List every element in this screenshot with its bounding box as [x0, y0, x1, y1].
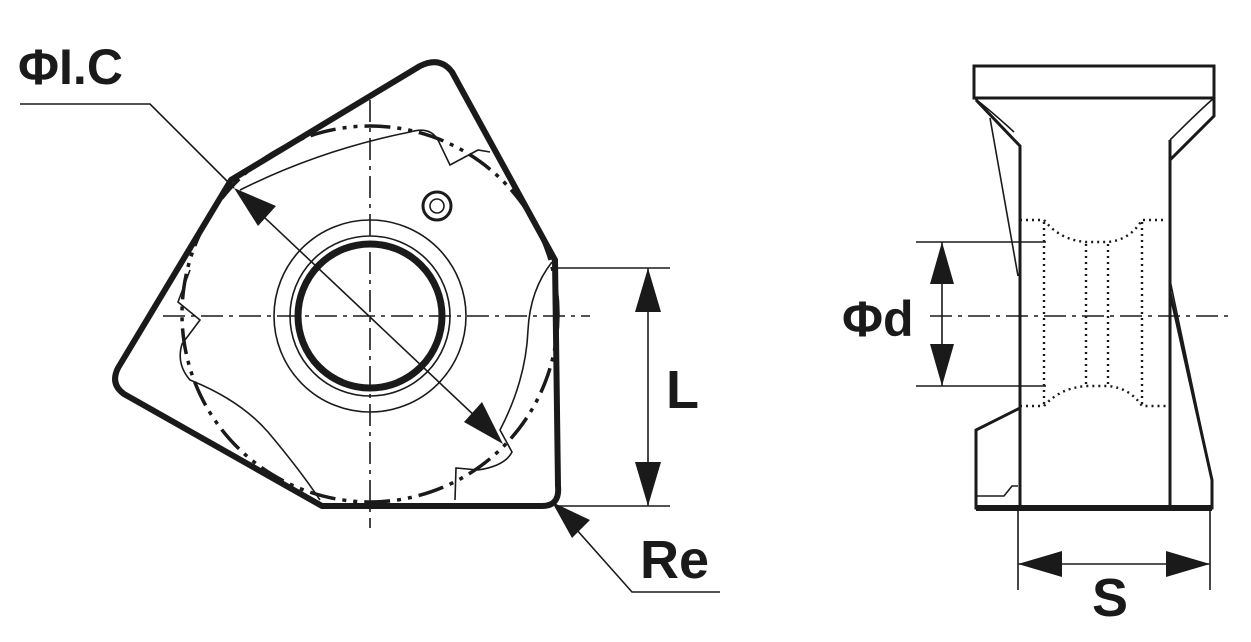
edge-detail-right — [454, 261, 553, 501]
side-bottom-notch — [976, 485, 1018, 497]
hole-inner-ring — [289, 235, 451, 397]
front-view — [20, 59, 720, 593]
s-arrow-head-left — [1018, 551, 1062, 577]
l-arrow-head-bottom — [635, 462, 661, 506]
marker-circle-inner — [429, 198, 445, 214]
ic-arrow-head-top — [234, 188, 276, 226]
hidden-hole-profile — [1020, 218, 1166, 408]
side-body — [974, 98, 1216, 510]
s-label: S — [1092, 568, 1128, 628]
l-label: L — [666, 360, 699, 420]
side-top-cap — [972, 64, 1216, 100]
marker-circle-outer — [421, 190, 453, 222]
ic-leader-line — [20, 103, 235, 189]
ic-arrow-head-bottom — [464, 402, 503, 444]
edge-detail-top — [239, 129, 491, 191]
re-arrow-head — [552, 502, 590, 538]
edge-detail-left — [177, 269, 321, 501]
center-hole — [294, 240, 446, 392]
d-label: Φd — [842, 291, 914, 347]
inscribed-circle — [180, 124, 560, 504]
side-right-diagonal — [1169, 279, 1213, 481]
s-arrow-head-right — [1166, 551, 1210, 577]
side-view — [916, 64, 1232, 590]
l-arrow-head-top — [635, 268, 661, 312]
insert-outline — [112, 59, 562, 509]
re-leader-line — [551, 501, 720, 593]
hole-outer-ring — [273, 219, 467, 413]
d-arrow-head-bottom — [930, 344, 954, 386]
side-left-diagonal — [989, 117, 1019, 277]
ic-label: ΦI.C — [18, 39, 123, 95]
re-label: Re — [640, 530, 709, 590]
d-arrow-head-top — [930, 242, 954, 284]
ic-dimension-line — [245, 199, 497, 437]
